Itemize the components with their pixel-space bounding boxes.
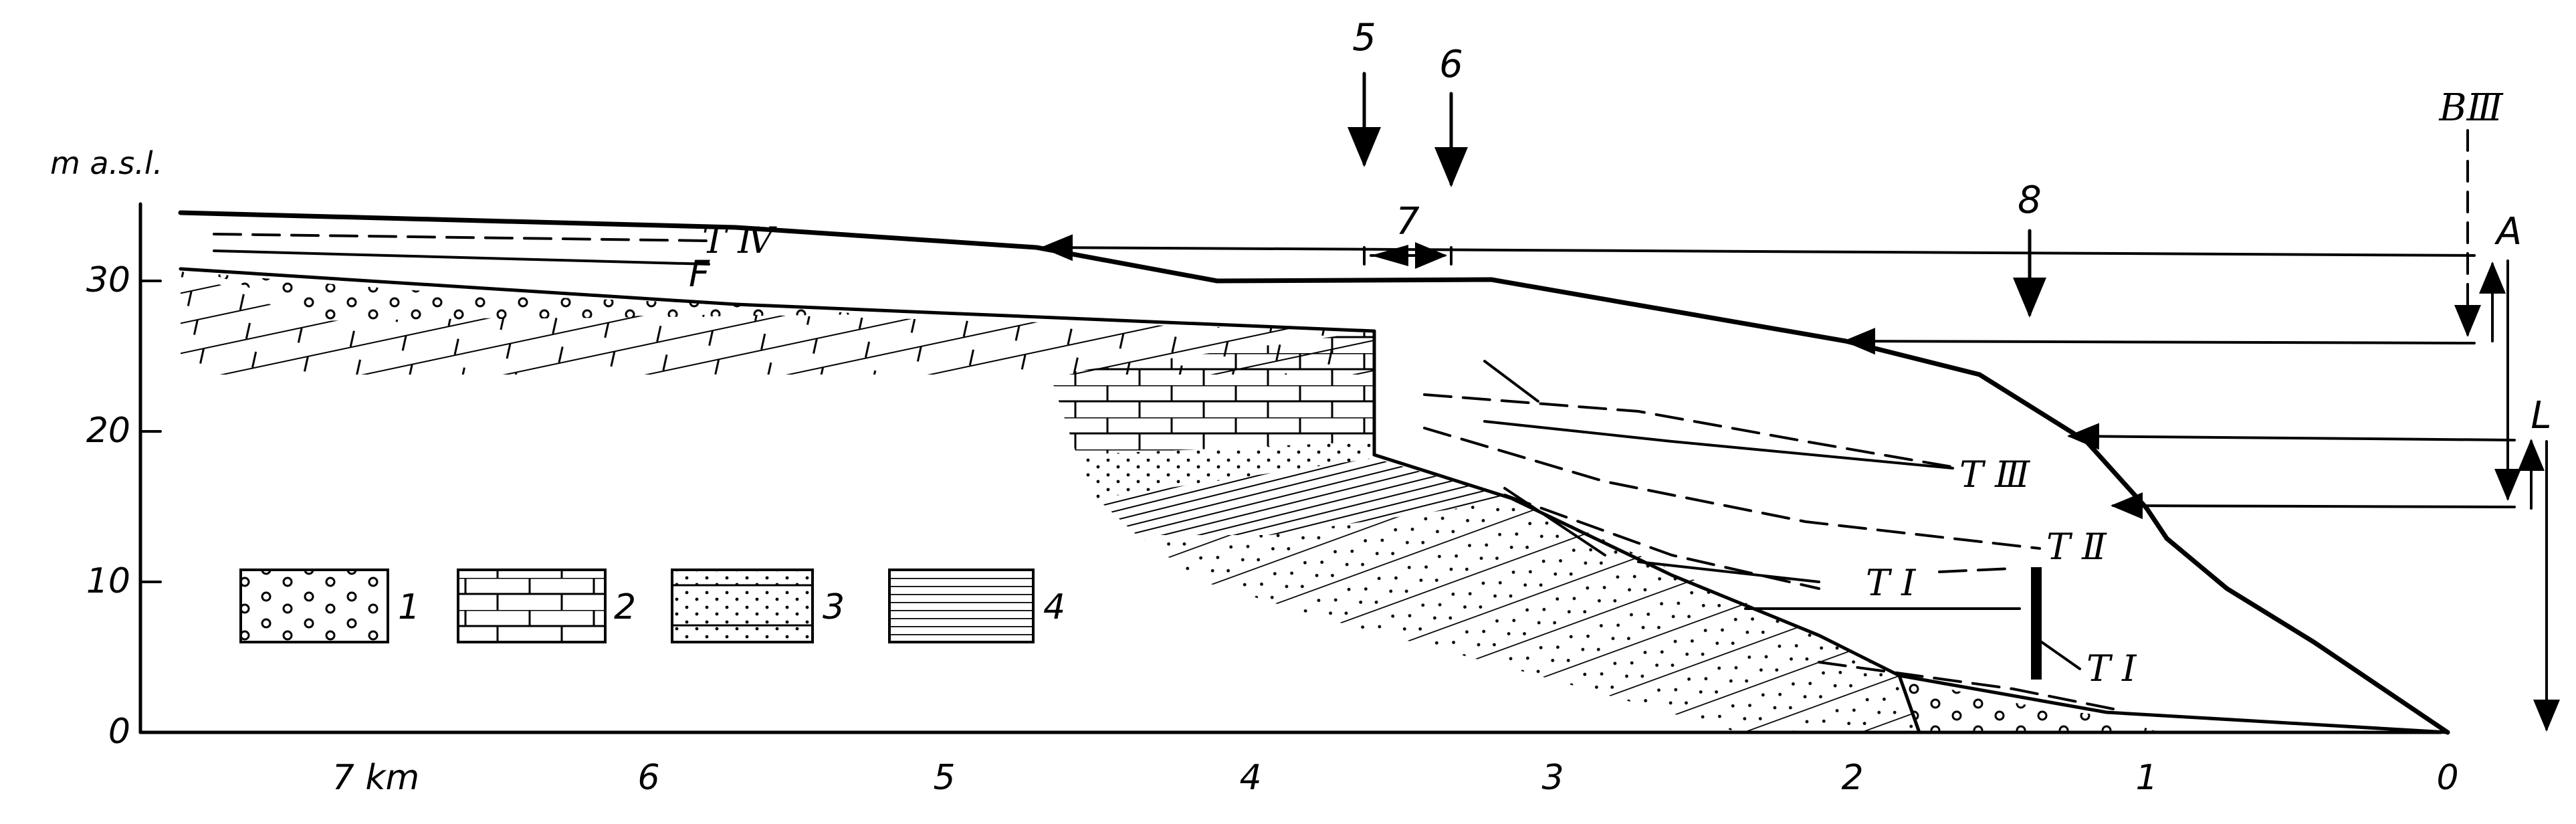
terrace-t2-lines — [1423, 427, 2041, 573]
f-label: F — [689, 253, 710, 295]
y-tick-0: 0 — [108, 712, 130, 752]
y-axis-unit: m a.s.l. — [50, 145, 163, 181]
terrace-label-t1a: T Ⅰ — [1866, 562, 1917, 604]
limestone-upper-left — [181, 271, 1374, 375]
marker-8-label: 8 — [2018, 179, 2042, 222]
lower-boundaries — [179, 267, 2450, 734]
gravel-lens-upper — [181, 269, 869, 321]
legend-num-3: 3 — [823, 587, 845, 627]
terrace-label-t1b: T Ⅰ — [2086, 647, 2137, 690]
a-label: A — [2494, 210, 2522, 253]
sand-band — [1077, 441, 1374, 498]
sandstone-lower — [1137, 498, 1919, 732]
x-tick-4: 4 — [1239, 758, 1261, 798]
x-tick-2: 2 — [1841, 758, 1863, 798]
legend-swatch-sandstone — [671, 569, 814, 643]
terrace-t4-lines — [213, 233, 710, 266]
legend: 1 2 3 4 — [239, 569, 1065, 643]
clay-wedge — [1097, 458, 1511, 535]
level-arrows — [1041, 234, 2516, 520]
terrace-t1-lines — [1503, 487, 2115, 710]
legend-num-4: 4 — [1043, 587, 1065, 627]
legend-swatch-limestone — [457, 569, 607, 643]
y-tick-30: 30 — [86, 260, 130, 300]
y-tick-20: 20 — [86, 411, 130, 451]
legend-num-1: 1 — [398, 587, 420, 627]
legend-num-2: 2 — [614, 587, 636, 627]
terrace-label-t4: T Ⅳ — [702, 219, 777, 262]
x-tick-0: 0 — [2436, 758, 2458, 798]
b3-label: BⅢ — [2438, 86, 2503, 130]
y-axis — [138, 202, 162, 734]
l-arrows — [2518, 439, 2560, 732]
terrace-label-t3: T Ⅲ — [1959, 453, 2030, 496]
x-tick-1: 1 — [2135, 758, 2157, 798]
x-tick-7km: 7 km — [332, 758, 419, 798]
terrace-t3-lines — [1423, 360, 1961, 470]
a-arrows — [2479, 260, 2521, 501]
limestone-central — [1050, 331, 1374, 455]
x-tick-3: 3 — [1541, 758, 1564, 798]
borehole-marker — [2031, 567, 2042, 680]
legend-swatch-clay — [888, 569, 1035, 643]
marker-6-label: 6 — [1439, 43, 1463, 86]
marker-5-label: 5 — [1352, 16, 1376, 60]
terrace-label-t2: T Ⅱ — [2046, 526, 2107, 568]
y-tick-10: 10 — [86, 561, 130, 601]
x-tick-6: 6 — [637, 758, 659, 798]
marker-7-label: 7 — [1396, 200, 1420, 243]
l-label: L — [2531, 394, 2551, 437]
legend-swatch-gravel — [239, 569, 389, 643]
x-tick-5: 5 — [933, 758, 955, 798]
gravel-lower — [1899, 676, 2160, 732]
surface-profile — [178, 210, 2450, 735]
